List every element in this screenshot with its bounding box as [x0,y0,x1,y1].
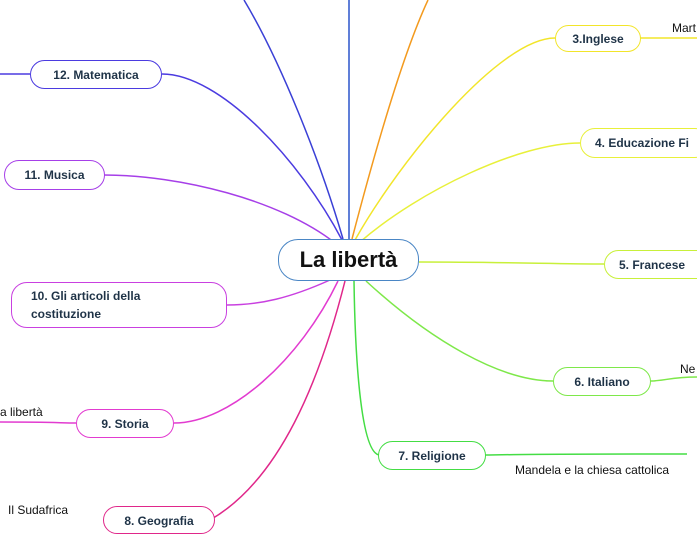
connector-matematica [161,73,343,241]
connector-top-orange [351,0,429,240]
subtopic-italiano[interactable]: Ne [680,362,696,376]
connector-top-indigo [243,0,344,240]
topic-storia-label: 9. Storia [101,416,149,431]
subline-italiano [649,376,697,382]
topic-religione[interactable]: 7. Religione [378,441,486,470]
connector-italiano [365,280,554,382]
topic-italiano[interactable]: 6. Italiano [553,367,651,396]
topic-geografia[interactable]: 8. Geografia [103,506,215,534]
connector-storia [173,280,339,424]
connector-inglese [354,37,556,241]
topic-italiano-label: 6. Italiano [574,374,630,389]
connector-educazione [359,142,581,243]
central-topic[interactable]: La libertà [278,239,419,281]
topic-musica-label: 11. Musica [24,168,85,182]
mind-map-connectors [0,0,697,520]
connector-francese [418,261,605,265]
connector-articoli [226,279,331,306]
subtopic-geografia[interactable]: Il Sudafrica [8,503,69,517]
topic-articoli-label-line1: 10. Gli articoli della [31,289,141,303]
topic-matematica-label: 12. Matematica [53,67,139,82]
topic-religione-label: 7. Religione [398,448,466,463]
topic-storia[interactable]: 9. Storia [76,409,174,438]
topic-geografia-label: 8. Geografia [124,514,194,528]
subline-religione [484,453,688,456]
topic-articoli-label-line2: costituzione [31,307,102,321]
topic-musica[interactable]: 11. Musica [4,160,105,190]
connector-religione [353,280,381,456]
subtopic-inglese[interactable]: Mart [672,21,696,35]
topic-educazione-fisica[interactable]: 4. Educazione Fi [580,128,697,158]
connector-geografia [209,280,346,520]
topic-francese[interactable]: 5. Francese [604,250,697,279]
topic-inglese-label: 3.Inglese [572,31,624,46]
topic-matematica[interactable]: 12. Matematica [30,60,162,89]
subline-storia [0,421,77,424]
topic-inglese[interactable]: 3.Inglese [555,25,641,52]
topic-educazione-fisica-label: 4. Educazione Fi [595,136,690,150]
subtopic-storia[interactable]: a libertà [0,405,43,419]
topic-articoli-costituzione[interactable]: 10. Gli articoli della costituzione [11,282,227,328]
connector-musica [103,174,336,244]
subtopic-religione[interactable]: Mandela e la chiesa cattolica [515,463,670,477]
topic-francese-label: 5. Francese [619,257,686,272]
